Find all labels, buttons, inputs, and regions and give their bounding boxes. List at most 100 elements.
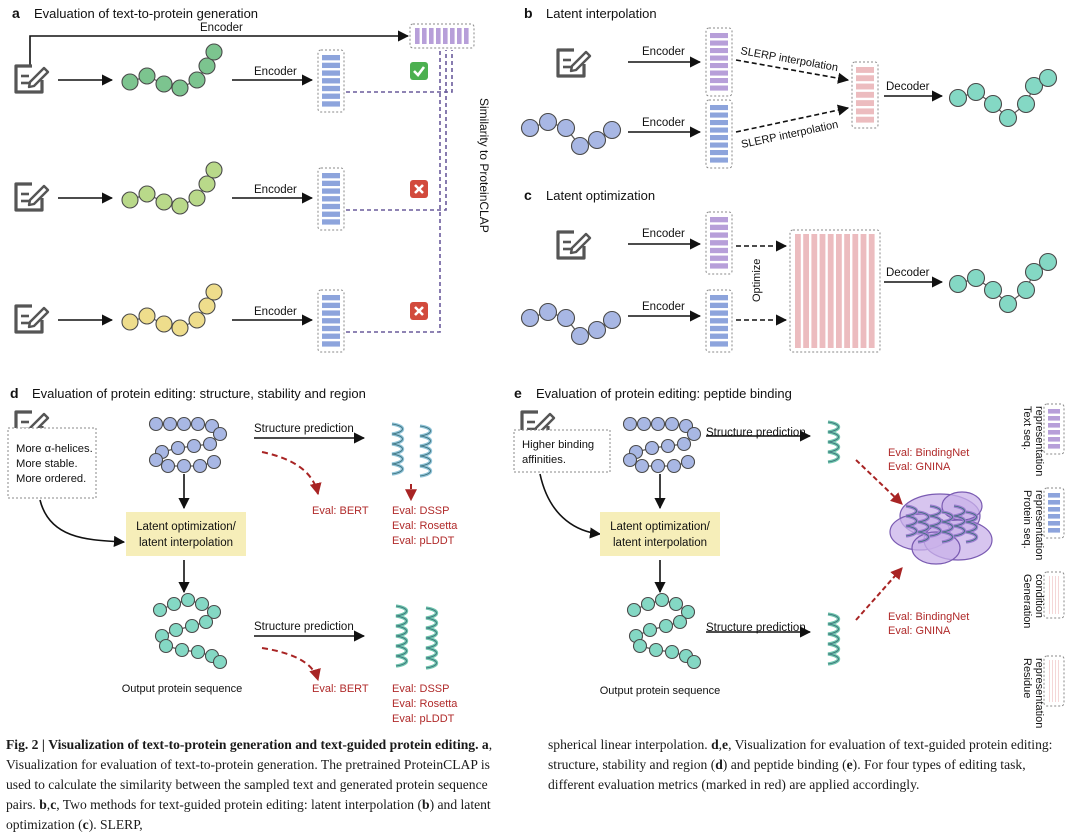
a-protein-vector-1-cell xyxy=(322,78,340,84)
a-doc-icon-1-frame xyxy=(14,64,44,94)
legend-label: condition xyxy=(1033,574,1045,618)
legend-swatch-2-cell xyxy=(1048,514,1060,519)
c-text-vector-cell xyxy=(710,255,728,261)
b-protein-output-bead xyxy=(1016,94,1036,114)
a-encoder-label: Encoder xyxy=(254,306,297,318)
c-protein-input-bead xyxy=(538,302,558,322)
d-helix-bottom xyxy=(395,604,409,668)
a-doc-icon-1-pencil xyxy=(27,66,50,89)
legend-swatch-3-cell xyxy=(1052,576,1053,614)
d-protein-input-bead xyxy=(212,426,228,442)
d-struct-label-top: Structure prediction xyxy=(254,423,354,435)
legend-label: representation xyxy=(1033,406,1045,476)
d-protein-output xyxy=(152,592,228,670)
e-protein-output xyxy=(626,592,702,670)
b-text-vector-cell xyxy=(710,33,728,39)
e-eval-bottom: Eval: BindingNet xyxy=(888,611,969,623)
figure-2: a Evaluation of text-to-protein generatio… xyxy=(7,5,1065,728)
legend-swatch-2-cell xyxy=(1048,507,1060,512)
d-arrow-prompt-latent xyxy=(39,499,126,547)
caption-left-run: c xyxy=(50,797,57,812)
b-text-vector-cell xyxy=(710,70,728,76)
panel-e-letter: e xyxy=(514,385,522,401)
c-protein-output-bead xyxy=(983,280,1003,300)
c-protein-input-bead xyxy=(520,308,540,328)
legend-swatch-2-cell xyxy=(1048,521,1060,526)
e-prompt-line: affinities. xyxy=(522,454,566,466)
c-text-vector xyxy=(705,211,733,275)
caption-left-body: a, Visualization for evaluation of text-… xyxy=(6,737,492,832)
a-text-encoder-line xyxy=(29,30,410,66)
d-prompt-box xyxy=(7,427,97,499)
b-protein-output-bead xyxy=(966,82,986,102)
d-protein-output-bead xyxy=(158,638,174,654)
caption-right-run: e xyxy=(722,737,729,752)
e-protein-input xyxy=(622,416,702,474)
e-receptor-helix xyxy=(965,510,979,544)
caption-left-run: , Two methods for text-guided protein ed… xyxy=(56,797,422,812)
b-text-vector xyxy=(705,27,733,97)
d-eval-bert-bottom: Eval: BERT xyxy=(312,683,369,695)
legend-swatch-3-frame xyxy=(1043,571,1065,619)
legend-swatch-1-frame xyxy=(1043,403,1065,455)
b-protein-output-bead xyxy=(983,94,1003,114)
b-doc-icon xyxy=(556,48,592,78)
a-protein-vector-2-cell xyxy=(322,203,340,210)
a-protein-vector-2-cell xyxy=(322,188,340,194)
e-protein-input-bead xyxy=(660,438,676,454)
d-eval-arrow-bert-top xyxy=(261,451,322,496)
caption-left-run: , xyxy=(46,797,51,812)
a-protein-vector-3-cell xyxy=(322,325,340,332)
c-protein-input-bead xyxy=(602,310,622,330)
e-protein-input-bead xyxy=(664,416,680,432)
b-text-vector-frame xyxy=(705,27,733,97)
c-protein-vector-cell xyxy=(710,325,728,332)
panel-c-letter: c xyxy=(524,187,532,203)
a-protein-3-bead xyxy=(171,319,189,337)
legend-swatch-3-cell xyxy=(1055,576,1056,614)
a-protein-3-bead xyxy=(155,315,173,333)
e-protein-output-bead xyxy=(680,604,696,620)
b-interpolated-vector-cell xyxy=(856,100,874,107)
d-helix-bottom-2 xyxy=(425,606,439,670)
b-interpolated-vector-cell xyxy=(856,116,874,123)
panel-a-title: Evaluation of text-to-protein generation xyxy=(34,6,258,21)
panel-b-title: Latent interpolation xyxy=(546,6,657,21)
a-protein-1-bead xyxy=(198,57,216,75)
a-protein-1-bead xyxy=(188,71,206,89)
c-protein-output-bead xyxy=(1016,280,1036,300)
b-slerp-arrow-bottom xyxy=(735,104,850,133)
b-protein-vector xyxy=(705,99,733,169)
panel-d-title: Evaluation of protein editing: structure… xyxy=(32,386,366,401)
c-residue-matrix-cell xyxy=(868,234,875,348)
caption-left-run: b xyxy=(422,797,430,812)
legend-swatch-1-cell xyxy=(1048,444,1060,449)
e-receptor-helix-edge xyxy=(965,511,977,543)
a-text-vector-cell xyxy=(457,28,462,44)
e-receptor-helix xyxy=(941,510,955,544)
e-protein-output-bead xyxy=(686,654,702,670)
panel-a-letter: a xyxy=(12,5,20,21)
b-interpolated-vector-cell xyxy=(856,91,874,98)
b-doc-icon-pencil xyxy=(569,50,592,73)
b-doc-icon-frame xyxy=(556,48,586,78)
e-receptor-helix xyxy=(953,504,967,538)
b-text-vector-cell xyxy=(710,63,728,69)
e-protein-input-bead xyxy=(636,416,652,432)
e-protein-input-bead xyxy=(650,458,666,474)
d-protein-input-bead xyxy=(206,454,222,470)
a-text-vector xyxy=(409,23,475,49)
b-text-vector-cell xyxy=(710,78,728,84)
legend-swatch-1-cell xyxy=(1048,437,1060,442)
b-protein-vector-cell xyxy=(710,127,728,133)
a-protein-3-bead xyxy=(198,297,216,315)
legend-swatch-2-cell xyxy=(1048,493,1060,498)
b-encoder-label-protein: Encoder xyxy=(642,117,685,129)
c-text-vector-frame xyxy=(705,211,733,275)
d-protein-input-bead xyxy=(170,440,186,456)
c-doc-icon-frame xyxy=(556,230,586,260)
c-optimize-label: Optimize xyxy=(751,259,763,302)
b-protein-output-bead xyxy=(998,108,1018,128)
caption-left-run: c xyxy=(82,817,89,832)
e-protein-output-bead xyxy=(654,592,670,608)
